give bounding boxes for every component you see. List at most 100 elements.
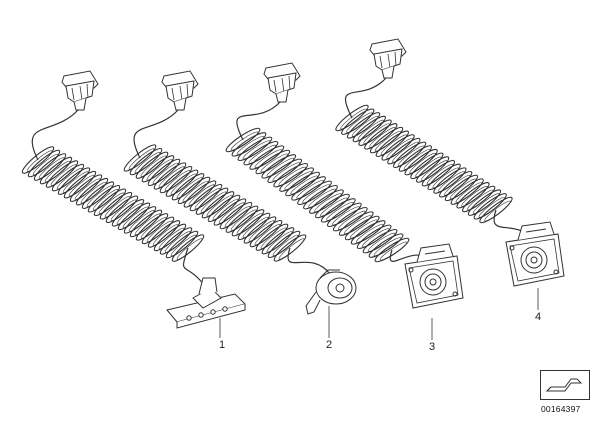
coil-turn: [87, 184, 121, 213]
coil-turn: [141, 216, 175, 245]
coil-turn-inner: [346, 112, 373, 133]
coil-turn: [39, 156, 73, 185]
callout-1: 1: [219, 339, 226, 351]
coil-turn: [201, 191, 235, 219]
coil-turn-inner: [158, 227, 185, 250]
coil-turn-inner: [134, 152, 161, 174]
coil-turn-inner: [110, 199, 137, 221]
coil-turn-inner: [314, 193, 342, 213]
coil-turn-inner: [272, 234, 299, 256]
coil-turn-inner: [176, 177, 203, 199]
coil-turn-inner: [170, 234, 197, 257]
direction-arrow-icon: [545, 378, 583, 392]
coil-turn-inner: [122, 206, 149, 229]
coil-turn-inner: [146, 159, 173, 181]
coil-turn: [111, 199, 145, 227]
cable-boot: [263, 62, 301, 103]
coil-turn: [153, 162, 187, 190]
coil-turn-inner: [182, 180, 209, 202]
coil-turn-inner: [164, 231, 191, 253]
coil-turn-inner: [236, 213, 263, 235]
coil-turn-inner: [320, 197, 348, 217]
callout-2: 2: [326, 339, 333, 351]
coil-turn-inner: [38, 157, 65, 179]
flat-plug-connector: [166, 277, 246, 329]
coil-turn: [249, 219, 283, 248]
reference-number: 00164397: [541, 404, 581, 414]
coil-turn-inner: [128, 148, 155, 170]
coil-turn: [243, 216, 277, 244]
coil-turn: [99, 191, 133, 220]
square-socket-connector: [505, 221, 565, 287]
coil-turn: [63, 170, 97, 199]
coil-turn-inner: [140, 217, 167, 239]
coil-turn-inner: [248, 220, 275, 242]
coil-turn-inner: [397, 145, 425, 167]
coil-turn-inner: [344, 215, 372, 235]
coil-turn-inner: [98, 192, 125, 214]
coil-turn-inner: [472, 193, 500, 214]
coil-turn-inner: [254, 224, 281, 246]
coil-turn: [51, 163, 85, 192]
coil-turn-inner: [194, 188, 221, 210]
coil-turn-inner: [326, 201, 354, 221]
coil-turn-inner: [50, 164, 77, 186]
coil-turn-inner: [62, 171, 89, 193]
coil-turn-inner: [224, 206, 251, 228]
coil-turn-inner: [212, 198, 239, 220]
coil-turn: [135, 151, 169, 179]
coil-turn-inner: [369, 127, 396, 148]
coil-turn-inner: [438, 171, 465, 192]
coil-turn-inner: [170, 173, 197, 195]
coil-turn: [159, 227, 193, 255]
cable-lead-bottom: [287, 247, 331, 275]
coil-turn-inner: [467, 189, 494, 211]
coil-turn-inner: [218, 202, 245, 224]
coil-turn-inner: [284, 171, 312, 191]
coil-turn-inner: [128, 210, 155, 232]
coil-turn-inner: [357, 119, 384, 141]
coil-turn-inner: [478, 197, 505, 218]
coil-turn-inner: [146, 220, 173, 243]
coil-turn-inner: [206, 195, 233, 217]
coil-turn-inner: [158, 166, 185, 188]
coil-turn-inner: [361, 228, 390, 248]
coil-turn-inner: [367, 232, 396, 252]
cable-lead-top: [345, 77, 387, 119]
coil-turn: [45, 160, 79, 188]
cable-lead-top: [133, 109, 179, 159]
coil-turn-inner: [176, 238, 203, 260]
coil-turn-inner: [92, 189, 119, 211]
coil-turn: [135, 213, 169, 241]
coil-turn-inner: [254, 149, 283, 169]
coil-turn-inner: [86, 185, 113, 207]
cable-assembly-3: [225, 62, 464, 340]
coil-turn-inner: [278, 238, 305, 260]
coil-turn: [75, 177, 109, 206]
coil-turn-inner: [134, 213, 161, 236]
coil-turn: [117, 202, 151, 231]
cable-assembly-1: [21, 70, 246, 338]
coil-turn-inner: [278, 166, 306, 186]
coil-turn: [165, 230, 199, 259]
coil-turn: [159, 165, 193, 194]
coil-turn: [231, 209, 265, 237]
coil-turn-inner: [351, 116, 379, 137]
coil-turn-inner: [152, 162, 179, 184]
coil-turn-inner: [332, 206, 360, 226]
coil-turn-inner: [230, 131, 259, 151]
coil-turn: [81, 181, 115, 209]
coil-turn-inner: [392, 141, 419, 163]
coil-turn: [171, 173, 205, 201]
coil-turn-inner: [242, 216, 269, 238]
coil-turn-inner: [104, 196, 131, 218]
coil-turn-inner: [152, 224, 179, 246]
coil-turn-inner: [188, 184, 215, 206]
cable-lead-top: [236, 101, 281, 141]
cable-boot: [161, 70, 199, 111]
cable-assembly-2: [123, 70, 357, 338]
coil-turn-inner: [403, 149, 430, 170]
coil-turn-inner: [266, 157, 294, 177]
coil-turn-inner: [349, 219, 378, 239]
